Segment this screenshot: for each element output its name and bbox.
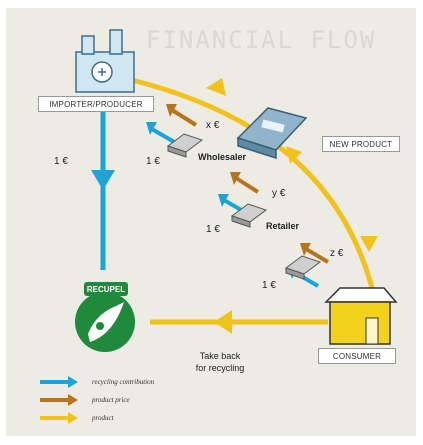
house-icon xyxy=(324,287,398,345)
consumer-price-head xyxy=(300,243,311,256)
appliance-icon xyxy=(236,107,308,160)
consumer-contribution-label: 1 € xyxy=(262,280,276,291)
retailer-contribution-head xyxy=(218,194,229,207)
wholesaler-contribution-label: 1 € xyxy=(146,156,160,167)
legend-recycling-contribution: recycling contribution xyxy=(92,378,155,386)
consumer-box: CONSUMER xyxy=(318,348,396,364)
product-arrowhead-top xyxy=(206,78,226,96)
importer-contribution-label: 1 € xyxy=(54,156,68,167)
legend-arrows xyxy=(40,376,78,424)
take-back-arrowhead xyxy=(214,310,232,334)
recupel-label: RECUPEL xyxy=(86,285,126,294)
importer-producer-box: IMPORTER/PRODUCER xyxy=(38,96,154,112)
price-y-label: y € xyxy=(272,188,286,199)
product-flow-arc xyxy=(131,77,375,289)
wholesaler-contribution-arrow xyxy=(149,126,177,145)
product-arrowhead-low xyxy=(360,236,378,252)
wholesaler-price-head xyxy=(166,104,177,117)
wholesaler-label: Wholesaler xyxy=(198,152,247,162)
take-back-caption: Take back for recycling xyxy=(180,350,260,374)
product-arrowhead-mid xyxy=(286,146,302,164)
new-product-box: NEW PRODUCT xyxy=(322,136,400,152)
consumer-price-arrow xyxy=(304,247,330,264)
wholesaler-appliance-icon xyxy=(166,133,204,158)
factory-icon xyxy=(75,29,135,93)
retailer-appliance-icon xyxy=(230,203,268,228)
diagram-title: FINANCIAL FLOW xyxy=(146,26,377,54)
wholesaler-contribution-head xyxy=(146,122,157,135)
wholesaler-price-arrow xyxy=(170,108,198,127)
price-x-label: x € xyxy=(206,120,220,131)
retailer-price-head xyxy=(230,172,241,185)
recupel-logo xyxy=(75,282,135,352)
recycling-main-arrowhead xyxy=(91,170,115,190)
take-back-line-2: for recycling xyxy=(195,363,245,373)
consumer-appliance-icon xyxy=(284,255,322,280)
retailer-price-arrow xyxy=(234,176,260,194)
retailer-contribution-label: 1 € xyxy=(206,224,220,235)
legend-product: product xyxy=(92,414,114,422)
take-back-line-1: Take back xyxy=(199,351,241,361)
legend-product-price: product price xyxy=(92,396,130,404)
retailer-label: Retailer xyxy=(266,221,300,231)
price-z-label: z € xyxy=(330,248,344,259)
